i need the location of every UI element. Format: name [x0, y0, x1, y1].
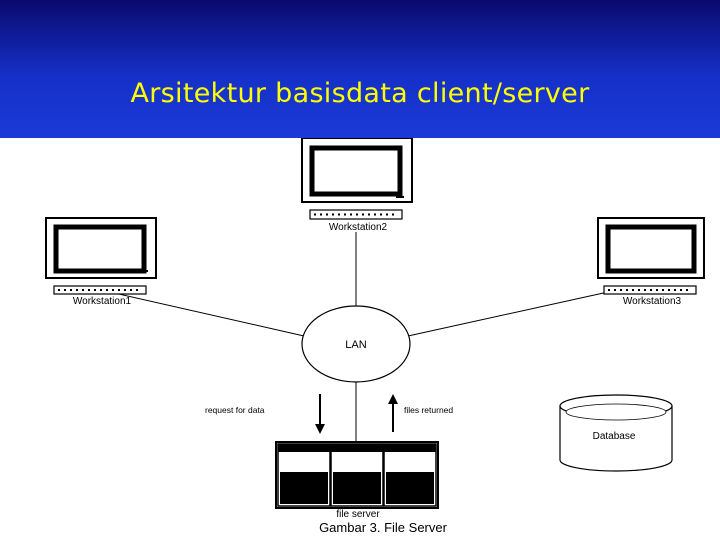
workstation1-computer-icon [45, 217, 157, 295]
workstation3-label: Workstation3 [623, 296, 682, 307]
request-arrow-icon [315, 394, 325, 434]
workstation2-label: Workstation2 [329, 222, 388, 233]
request-label: request for data [205, 405, 265, 415]
lan-label: LAN [345, 339, 366, 351]
returned-label: files returned [404, 405, 453, 415]
workstation3-computer-icon [597, 217, 705, 295]
file-server-icon [275, 441, 439, 509]
link-ws1-lan [109, 291, 305, 337]
returned-arrow-icon [388, 394, 398, 432]
workstation2-computer-icon [301, 138, 413, 220]
figure-caption: Gambar 3. File Server [319, 520, 448, 535]
database-label: Database [593, 431, 636, 442]
network-links [109, 232, 609, 446]
lan-circle [301, 305, 411, 383]
file-server-label: file server [336, 509, 380, 520]
workstation1-label: Workstation1 [73, 296, 132, 307]
slide-header: Arsitektur basisdata client/server [0, 0, 720, 138]
slide-title: Arsitektur basisdata client/server [130, 78, 590, 109]
link-ws3-lan [407, 291, 609, 337]
client-server-diagram: Workstation2 Workstation1 Workstation3 L… [45, 138, 705, 535]
database-cylinder-icon [559, 394, 673, 472]
